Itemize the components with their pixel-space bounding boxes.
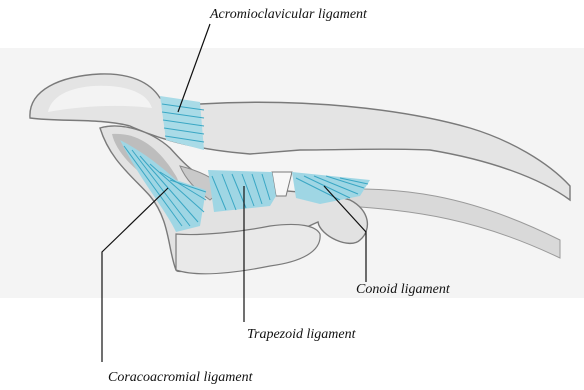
leader-line-coracoacromial [102,188,168,362]
coracoacromial-ligament-label: Coracoacromial ligament [108,370,253,386]
leader-line-acromioclavicular [178,24,210,112]
conoid-ligament-label: Conoid ligament [356,282,450,298]
trapezoid-ligament-shape [208,170,276,212]
acromioclavicular-ligament-label: Acromioclavicular ligament [210,7,367,23]
trapezoid-ligament-label: Trapezoid ligament [247,327,356,343]
acromioclavicular-ligament-shape [160,96,204,150]
